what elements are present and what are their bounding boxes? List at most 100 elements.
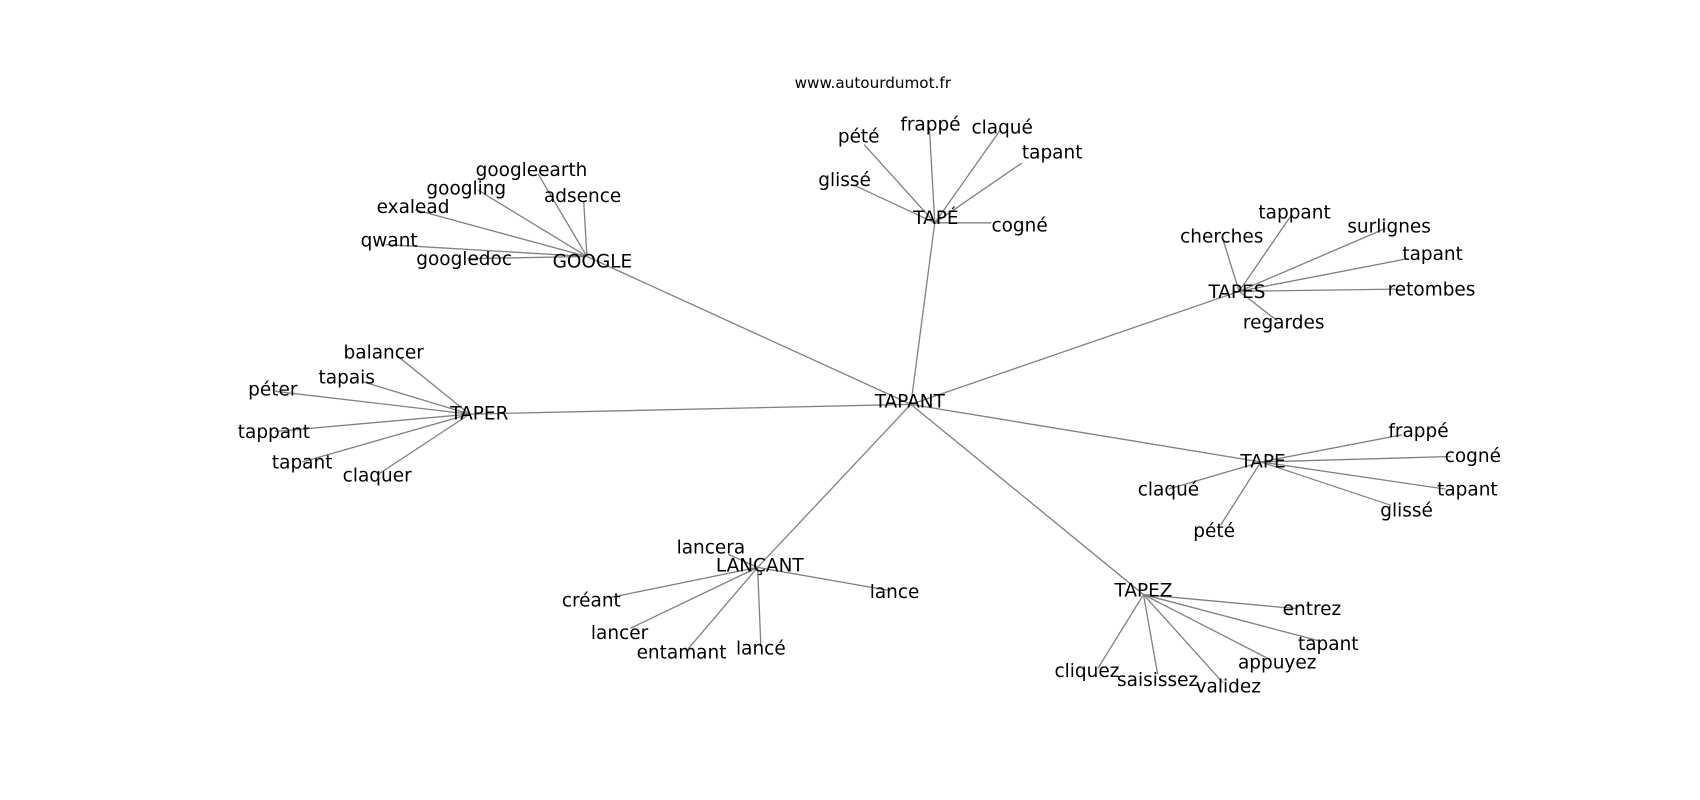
leaf-node[interactable]: googledoc (416, 249, 512, 270)
edge-hub-to-leaf (1238, 227, 1387, 292)
leaf-node[interactable]: exalead (377, 197, 450, 218)
edge-hub-to-leaf (1260, 434, 1403, 463)
edge-hub-to-leaf (1260, 461, 1392, 507)
edge-hub-to-leaf (415, 209, 588, 258)
edge-hub-to-leaf (1239, 288, 1397, 292)
edge-hub-to-leaf (385, 243, 587, 258)
edge-center-to-hub (586, 255, 912, 405)
edge-hub-to-leaf (583, 201, 588, 257)
edge-hub-to-leaf (727, 553, 758, 568)
leaf-node[interactable]: tapant (1437, 480, 1498, 501)
hub-node[interactable]: TAPÉ (912, 207, 958, 229)
edge-center-to-hub (910, 290, 1240, 405)
leaf-node[interactable]: glissé (1380, 500, 1433, 521)
leaf-node[interactable]: tapais (319, 368, 375, 389)
hub-node[interactable]: TAPER (449, 404, 508, 425)
edge-hub-to-leaf (301, 413, 470, 463)
hub-node[interactable]: LANÇANT (716, 556, 805, 577)
edge-hub-to-leaf (1220, 461, 1262, 526)
edge-hub-to-leaf (608, 566, 758, 599)
site-title[interactable]: www.autourdumot.fr (795, 74, 952, 92)
leaf-node[interactable]: cliquez (1055, 661, 1120, 682)
leaf-node[interactable]: péter (248, 380, 298, 401)
leaf-node[interactable]: lancera (677, 537, 746, 558)
center-node[interactable]: TAPANT (874, 392, 946, 413)
edge-hub-to-leaf (477, 189, 588, 258)
leaf-node[interactable]: tapant (272, 452, 333, 473)
hub-node[interactable]: TAPEZ (1114, 581, 1173, 602)
leaf-node[interactable]: cherches (1180, 226, 1263, 247)
edge-hub-to-leaf (274, 413, 470, 433)
edge-hub-to-leaf (1260, 461, 1446, 490)
edge-center-to-hub (910, 403, 1261, 463)
edge-hub-to-leaf (1142, 594, 1159, 675)
edge-hub-to-leaf (1143, 593, 1297, 610)
leaf-node[interactable]: frappé (900, 114, 960, 135)
leaf-node[interactable]: entrez (1283, 599, 1342, 620)
edge-hub-to-leaf (1142, 594, 1224, 684)
edge-center-to-hub (469, 403, 911, 415)
hub-node[interactable]: TAPE (1239, 451, 1285, 472)
edge-hub-to-leaf (1260, 455, 1452, 463)
leaf-node[interactable]: lancer (591, 623, 649, 644)
leaf-node[interactable]: entamant (637, 643, 727, 664)
leaf-node[interactable]: adsence (544, 186, 621, 207)
leaf-node[interactable]: lance (870, 582, 920, 603)
edge-hub-to-leaf (1239, 258, 1408, 292)
leaf-node[interactable]: claqué (971, 118, 1032, 139)
edge-hub-to-leaf (863, 144, 936, 224)
edge-center-to-hub (757, 403, 912, 568)
edge-hub-to-leaf (1238, 290, 1278, 322)
edge-hub-to-leaf (1168, 461, 1262, 490)
hub-node[interactable]: GOOGLE (553, 251, 633, 272)
edge-hub-to-leaf (1143, 593, 1267, 659)
leaf-node[interactable]: pété (1193, 521, 1235, 542)
edge-hub-to-leaf (1143, 593, 1321, 642)
edge-hub-to-leaf (361, 380, 470, 415)
leaf-node[interactable]: frappé (1388, 421, 1448, 442)
edge-hub-to-leaf (757, 566, 889, 591)
edge-hub-to-leaf (934, 162, 1023, 224)
leaf-node[interactable]: créant (562, 591, 621, 612)
hub-node[interactable]: TAPES (1207, 282, 1265, 303)
edge-hub-to-leaf (274, 390, 470, 415)
leaf-node[interactable]: tappant (1258, 202, 1330, 223)
edge-hub-to-leaf (1222, 238, 1240, 292)
leaf-node[interactable]: claquer (343, 466, 412, 487)
edge-hub-to-leaf (934, 130, 1001, 224)
leaf-node[interactable]: appuyez (1238, 652, 1316, 673)
edge-hub-to-leaf (376, 413, 470, 476)
edge-hub-to-leaf (756, 567, 762, 647)
leaf-node[interactable]: balancer (344, 343, 425, 364)
leaf-node[interactable]: cogné (1445, 446, 1501, 467)
leaf-node[interactable]: claqué (1138, 480, 1199, 501)
edge-hub-to-leaf (537, 173, 588, 257)
edge-hub-to-leaf (467, 255, 587, 260)
leaf-node[interactable]: saisissez (1117, 670, 1198, 691)
edge-hub-to-leaf (396, 354, 470, 415)
edge-center-to-hub (910, 403, 1144, 596)
leaf-node[interactable]: googleearth (476, 160, 588, 181)
edge-hub-to-leaf (852, 184, 936, 224)
leaf-node[interactable]: validez (1196, 676, 1261, 697)
edge-hub-to-leaf (687, 566, 759, 650)
leaf-node[interactable]: tapant (1298, 634, 1359, 655)
leaf-node[interactable]: tapant (1022, 143, 1083, 164)
leaf-node[interactable]: cogné (991, 216, 1047, 237)
leaf-node[interactable]: glissé (818, 170, 871, 191)
edge-center-to-hub (910, 222, 936, 405)
edge-hub-to-leaf (630, 566, 758, 629)
edge-hub-to-leaf (1238, 214, 1292, 292)
leaf-node[interactable]: googling (426, 179, 506, 200)
edge-hub-to-leaf (928, 127, 936, 223)
leaf-node[interactable]: regardes (1243, 312, 1325, 333)
leaf-node[interactable]: retombes (1388, 280, 1476, 301)
leaf-node[interactable]: tappant (238, 422, 310, 443)
leaf-node[interactable]: qwant (361, 231, 418, 252)
leaf-node[interactable]: surlignes (1347, 217, 1431, 238)
leaf-node[interactable]: tapant (1402, 244, 1463, 265)
leaf-node[interactable]: lancé (736, 638, 786, 659)
leaf-node[interactable]: pété (838, 126, 880, 147)
